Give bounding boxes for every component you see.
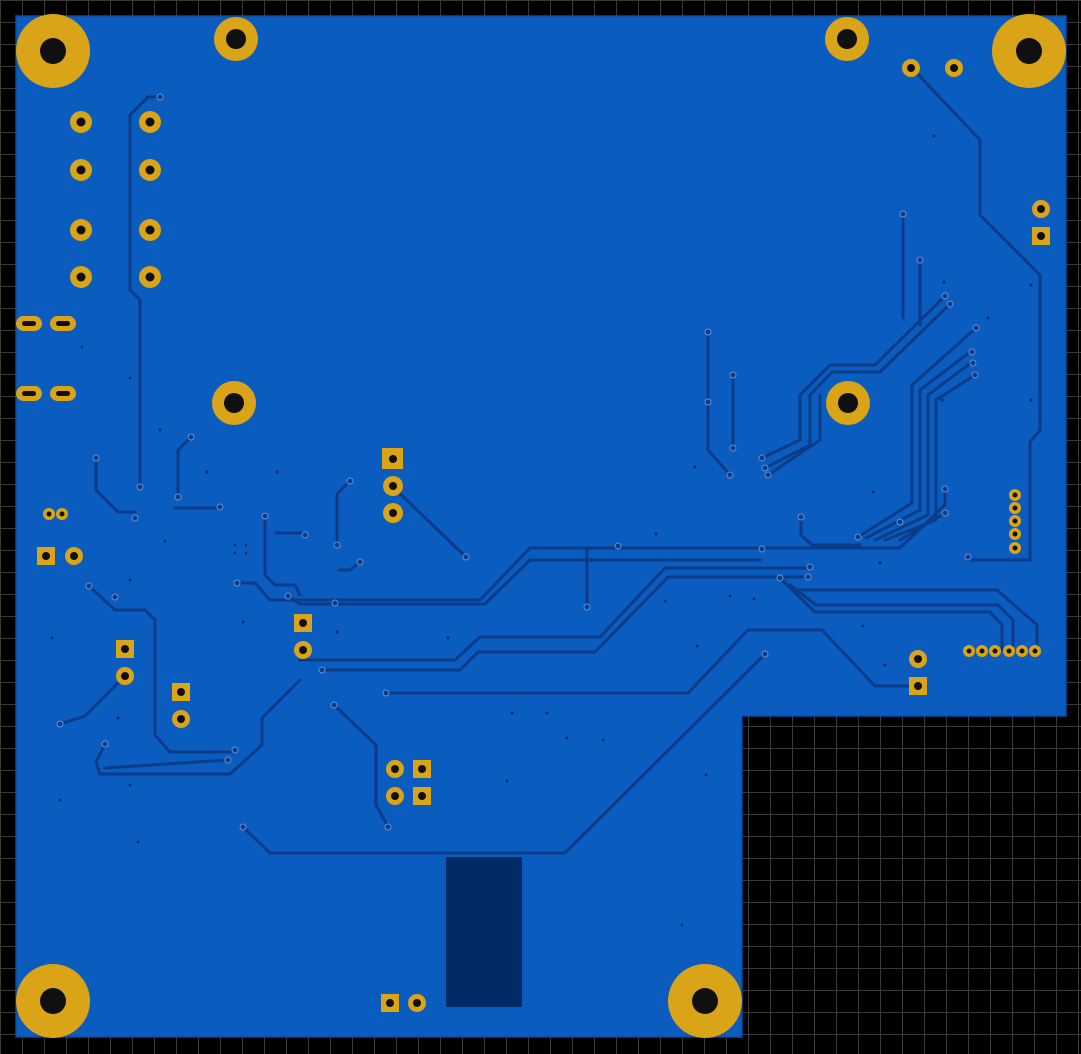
trace-group (58, 66, 1042, 855)
square-pad-group (37, 227, 1050, 1012)
stitching-via-group (50, 134, 1033, 927)
via-group (56, 93, 980, 831)
round-pad-drill-group (46, 64, 1045, 1007)
slot-pad-group (16, 316, 76, 401)
keepout-zone (446, 857, 522, 1007)
mounting-hole-group (16, 14, 1066, 1038)
board-outline (15, 15, 1067, 1038)
